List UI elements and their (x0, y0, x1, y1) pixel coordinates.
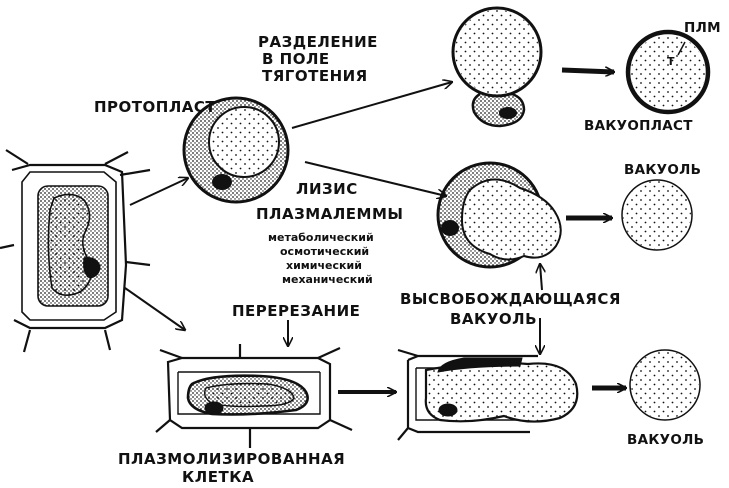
label-t: Т (667, 56, 675, 67)
label-lysis-type-1: метаболический (268, 232, 374, 243)
label-lysis-line1: ЛИЗИС (296, 182, 358, 197)
label-plasmolyzed-line2: КЛЕТКА (182, 470, 254, 485)
label-separation-line2: В ПОЛЕ (262, 52, 330, 67)
label-separation-line3: ТЯГОТЕНИЯ (262, 69, 368, 84)
separation-cell (453, 8, 541, 126)
original-cell (0, 150, 150, 352)
arrow-separation-to-vacuoplast (562, 70, 614, 72)
label-cutting: ПЕРЕРЕЗАНИЕ (232, 304, 360, 319)
lysis-cell (438, 163, 561, 267)
label-vacuole-top: ВАКУОЛЬ (624, 164, 701, 178)
arrow-cell-to-plasmolyzed (125, 288, 185, 330)
label-vacuoplast: ВАКУОПЛАСТ (584, 120, 693, 134)
label-releasing-line1: ВЫСВОБОЖДАЮЩАЯСЯ (400, 292, 621, 307)
arrow-cell-to-protoplast (130, 178, 188, 205)
label-separation-line1: РАЗДЕЛЕНИЕ (258, 35, 378, 50)
arrow-releasing-up (540, 264, 542, 290)
vacuole-top-cell (622, 180, 692, 250)
label-lysis-type-2: осмотический (280, 246, 369, 257)
vacuoplast-cell (628, 32, 708, 112)
vacuole-bottom-cell (630, 350, 700, 420)
label-lysis-type-4: механический (282, 274, 373, 285)
label-protoplast: ПРОТОПЛАСТ (94, 100, 216, 115)
label-releasing-line2: ВАКУОЛЬ (450, 312, 537, 327)
label-plasmolyzed-line1: ПЛАЗМОЛИЗИРОВАННАЯ (118, 452, 345, 467)
label-lysis-line2: ПЛАЗМАЛЕММЫ (256, 207, 403, 222)
label-vacuole-bottom: ВАКУОЛЬ (627, 434, 704, 448)
label-lysis-type-3: химический (286, 260, 362, 271)
label-plm: ПЛМ (684, 22, 721, 36)
cut-cell (398, 350, 577, 440)
arrow-protoplast-to-separation (292, 82, 452, 128)
plasmolyzed-cell (156, 344, 352, 448)
